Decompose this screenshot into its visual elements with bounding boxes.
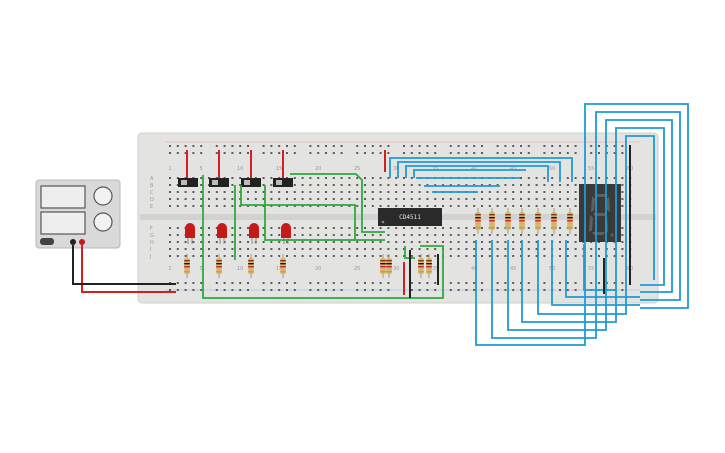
row-letter: H (150, 240, 154, 246)
terminal-negative[interactable] (70, 239, 76, 245)
resistors[interactable] (184, 208, 573, 278)
resistor[interactable] (280, 254, 286, 278)
blue-wires-board[interactable] (389, 157, 573, 193)
ic-notch (381, 220, 385, 224)
column-number: 50 (549, 166, 555, 172)
slide-switch-1[interactable] (178, 178, 198, 187)
resistor[interactable] (567, 208, 573, 234)
column-number: 40 (471, 166, 477, 172)
row-letter: J (149, 254, 151, 260)
row-letter: E (150, 204, 153, 210)
chip-power-wires (403, 250, 439, 298)
resistor[interactable] (216, 254, 222, 278)
wire-supply-positive[interactable] (81, 245, 176, 293)
current-display (40, 211, 86, 235)
column-number: 30 (393, 166, 399, 172)
ic-chip[interactable]: CD4511 (378, 208, 442, 226)
resistor[interactable] (418, 254, 424, 278)
column-number: 15 (276, 266, 282, 272)
column-number: 1 (168, 166, 171, 172)
row-letter: I (150, 247, 151, 253)
current-knob[interactable] (93, 212, 113, 232)
led-1[interactable] (185, 223, 195, 244)
seven-segment-display[interactable] (579, 184, 621, 242)
led-4[interactable] (281, 223, 291, 244)
resistor[interactable] (519, 208, 525, 234)
slide-switches[interactable] (178, 178, 293, 187)
voltage-display (40, 185, 86, 209)
blue-wires-display[interactable] (475, 103, 689, 346)
column-number: 20 (315, 166, 321, 172)
resistor[interactable] (248, 254, 254, 278)
column-number: 5 (200, 266, 203, 272)
ic-label: CD4511 (399, 214, 421, 221)
column-number: 1 (168, 266, 171, 272)
led-3[interactable] (249, 223, 259, 244)
resistor[interactable] (475, 208, 481, 234)
display-segments (589, 194, 614, 237)
row-letter: C (150, 190, 154, 196)
row-letter: G (150, 233, 154, 239)
row-letter: B (150, 183, 154, 189)
row-letter: D (150, 197, 154, 203)
column-number: 25 (354, 166, 360, 172)
column-number: 45 (510, 166, 516, 172)
top-power-wires (186, 150, 386, 178)
resistor[interactable] (426, 254, 432, 278)
column-number: 5 (200, 166, 203, 172)
column-number: 25 (354, 266, 360, 272)
column-number: 20 (315, 266, 321, 272)
slide-switch-4[interactable] (273, 178, 293, 187)
display-power-wires (603, 145, 631, 294)
resistor[interactable] (489, 208, 495, 234)
ic-body (378, 208, 442, 226)
wire-supply-negative[interactable] (72, 245, 176, 285)
column-number: 55 (588, 266, 594, 272)
column-number: 15 (276, 166, 282, 172)
power-supply[interactable] (35, 179, 121, 249)
column-number: 35 (432, 166, 438, 172)
terminal-positive[interactable] (79, 239, 85, 245)
leds[interactable] (185, 223, 291, 244)
resistor[interactable] (535, 208, 541, 234)
resistor[interactable] (184, 254, 190, 278)
column-number: 55 (588, 166, 594, 172)
row-letter: F (150, 226, 153, 232)
power-switch[interactable] (40, 238, 54, 245)
slide-switch-3[interactable] (241, 178, 261, 187)
voltage-knob[interactable] (93, 186, 113, 206)
column-number: 35 (432, 266, 438, 272)
column-number: 30 (393, 266, 399, 272)
column-number: 40 (471, 266, 477, 272)
resistor[interactable] (551, 208, 557, 234)
resistor[interactable] (380, 254, 386, 278)
column-number: 10 (237, 266, 243, 272)
green-wires[interactable] (202, 173, 444, 299)
resistor[interactable] (505, 208, 511, 234)
led-2[interactable] (217, 223, 227, 244)
resistor[interactable] (386, 254, 392, 278)
slide-switch-2[interactable] (209, 178, 229, 187)
column-number: 10 (237, 166, 243, 172)
column-number: 45 (510, 266, 516, 272)
row-letter: A (150, 176, 154, 182)
